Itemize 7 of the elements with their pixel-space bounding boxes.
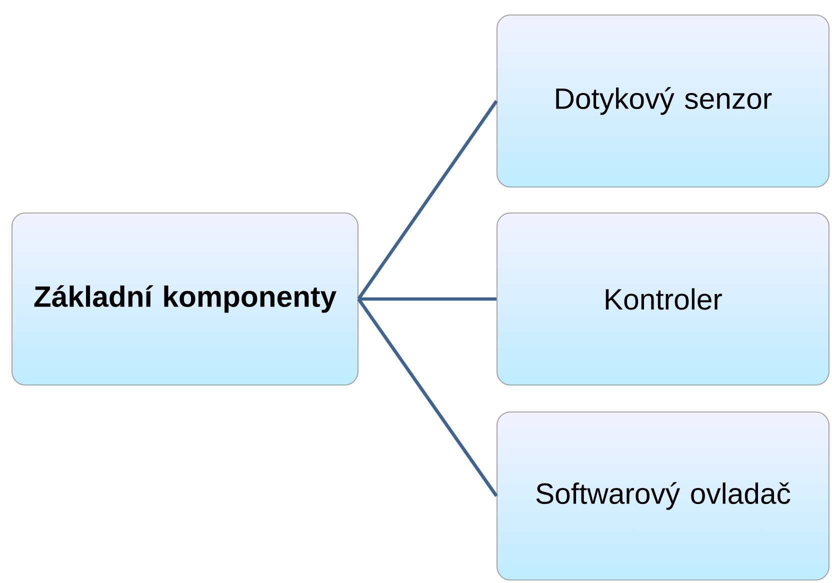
connector-line [358, 297, 496, 301]
process-box: Dotykový senzor [496, 14, 830, 188]
process-box: Softwarový ovladač [496, 411, 830, 581]
connector-line [357, 298, 498, 497]
process-box: Kontroler [496, 212, 830, 386]
process-box: Základní komponenty [11, 212, 359, 386]
connector-line [357, 100, 498, 300]
